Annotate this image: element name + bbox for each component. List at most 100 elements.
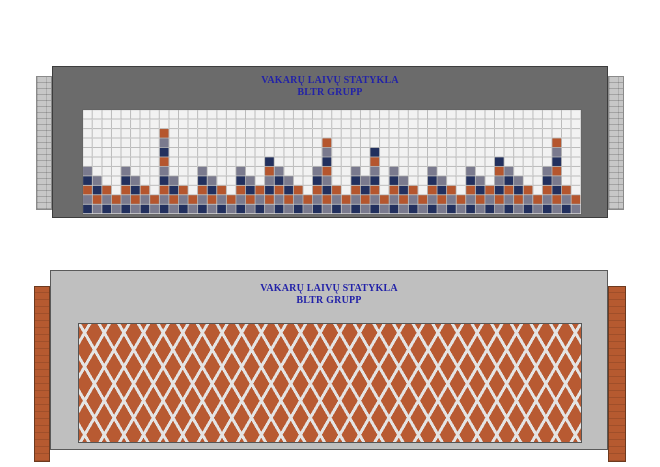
mosaic-tile (303, 166, 313, 176)
mosaic-tile (207, 185, 217, 195)
mosaic-tile (494, 147, 504, 157)
mosaic-tile (523, 204, 533, 214)
mosaic-tile (130, 176, 141, 186)
mosaic-tile (159, 176, 169, 186)
mosaic-tile (542, 147, 552, 157)
mosaic-tile (149, 138, 160, 148)
mosaic-tile (255, 110, 265, 120)
mosaic-tile (101, 147, 112, 157)
mosaic-tile (283, 204, 294, 214)
mosaic-tile (236, 204, 246, 214)
mosaic-tile (140, 176, 150, 186)
mosaic-tile (149, 119, 160, 129)
sign-line-company: VAKARŲ LAIVŲ STATYKLA (260, 283, 398, 294)
mosaic-tile (188, 176, 198, 186)
mosaic-tile (552, 194, 562, 205)
mosaic-tile (169, 185, 179, 195)
mosaic-tile (427, 119, 437, 129)
mosaic-tile (331, 185, 342, 195)
mosaic-tile (532, 194, 543, 205)
mosaic-tile (283, 185, 294, 195)
mosaic-tile (83, 110, 93, 120)
mosaic-tile (216, 147, 227, 157)
mosaic-tile (360, 166, 370, 176)
mosaic-tile (226, 185, 236, 195)
mosaic-tile (197, 166, 208, 176)
mosaic-tile (303, 157, 313, 167)
mosaic-tile (427, 128, 437, 138)
mosaic-tile (178, 185, 188, 195)
mosaic-tile (140, 138, 150, 148)
mosaic-tile (571, 166, 581, 176)
sign-line-group: BLTR GRUPP (297, 87, 363, 98)
mosaic-tile (83, 176, 93, 186)
mosaic-tile (92, 138, 102, 148)
mosaic-tile (207, 128, 217, 138)
mosaic-tile (188, 147, 198, 157)
mosaic-tile (504, 119, 514, 129)
mosaic-tile (561, 204, 571, 214)
mosaic-tile (188, 128, 198, 138)
facade-sign-top: VAKARŲ LAIVŲ STATYKLA BLTR GRUPP (53, 75, 607, 99)
mosaic-tile (312, 176, 322, 186)
mosaic-tile (245, 110, 255, 120)
mosaic-tile (169, 128, 179, 138)
mosaic-tile (121, 138, 131, 148)
mosaic-tile (456, 157, 466, 167)
mosaic-tile (408, 110, 418, 120)
mosaic-tile (389, 119, 399, 129)
mosaic-tile (121, 204, 131, 214)
mosaic-tile (130, 185, 141, 195)
mosaic-tile (418, 147, 428, 157)
mosaic-tile (178, 157, 188, 167)
mosaic-tile (475, 185, 485, 195)
mosaic-tile (513, 147, 524, 157)
mosaic-tile (465, 185, 476, 195)
mosaic-tile (121, 147, 131, 157)
mosaic-tile (456, 128, 466, 138)
mosaic-tile (504, 194, 514, 205)
mosaic-tile (303, 204, 313, 214)
mosaic-tile (542, 110, 552, 120)
mosaic-tile (427, 110, 437, 120)
mosaic-tile (504, 138, 514, 148)
mosaic-tile (274, 176, 284, 186)
mosaic-tile (370, 157, 380, 167)
mosaic-tile (283, 194, 294, 205)
mosaic-tile (92, 147, 102, 157)
mosaic-tile (475, 128, 485, 138)
mosaic-tile (494, 166, 504, 176)
mosaic-tile (418, 110, 428, 120)
mosaic-tile (312, 204, 322, 214)
mosaic-tile (216, 185, 227, 195)
mosaic-tile (322, 147, 332, 157)
mosaic-tile (552, 128, 562, 138)
mosaic-tile (216, 166, 227, 176)
mosaic-tile (130, 204, 141, 214)
mosaic-tile (149, 176, 160, 186)
mosaic-tile (197, 194, 208, 205)
mosaic-tile (101, 110, 112, 120)
mosaic-tile (379, 157, 390, 167)
mosaic-tile (207, 157, 217, 167)
mosaic-tile (274, 157, 284, 167)
mosaic-tile (370, 147, 380, 157)
mosaic-tile (274, 185, 284, 195)
mosaic-tile (494, 138, 504, 148)
mosaic-tile (303, 119, 313, 129)
mosaic-tile (130, 166, 141, 176)
mosaic-tile (236, 185, 246, 195)
mosaic-tile (216, 176, 227, 186)
mosaic-tile (255, 166, 265, 176)
mosaic-tile (389, 204, 399, 214)
mosaic-tile (350, 176, 361, 186)
mosaic-tile (111, 204, 121, 214)
mosaic-tile (561, 176, 571, 186)
mosaic-tile (398, 157, 409, 167)
mosaic-tile (552, 166, 562, 176)
mosaic-tile (494, 194, 504, 205)
mosaic-tile (379, 138, 390, 148)
mosaic-tile (437, 176, 447, 186)
mosaic-tile (236, 194, 246, 205)
mosaic-tile (437, 110, 447, 120)
